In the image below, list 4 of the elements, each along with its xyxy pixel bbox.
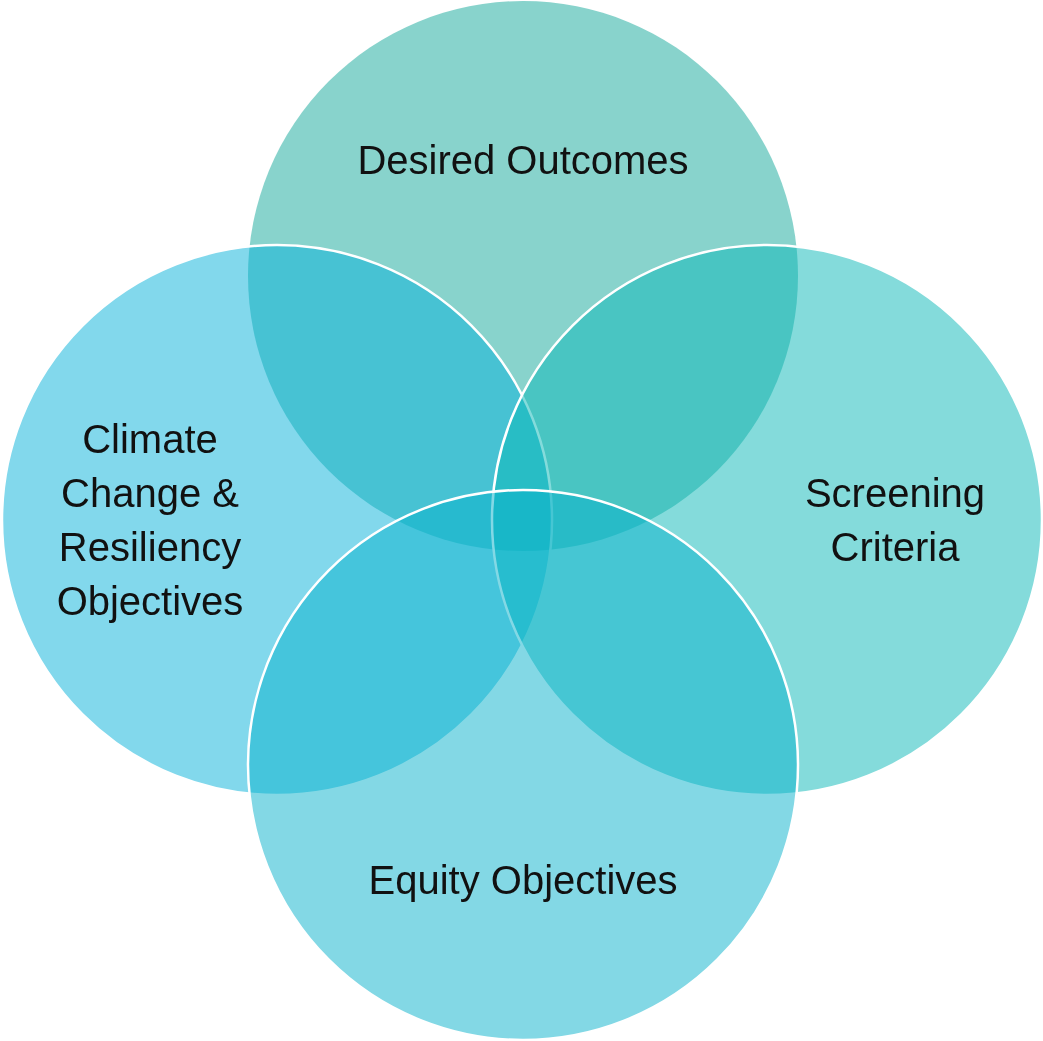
circle-label: Climate Change & Resiliency Objectives (55, 416, 245, 625)
circle-label: Screening Criteria (803, 470, 987, 571)
circle-label: Equity Objectives (367, 857, 679, 904)
circle-label: Desired Outcomes (356, 137, 690, 184)
